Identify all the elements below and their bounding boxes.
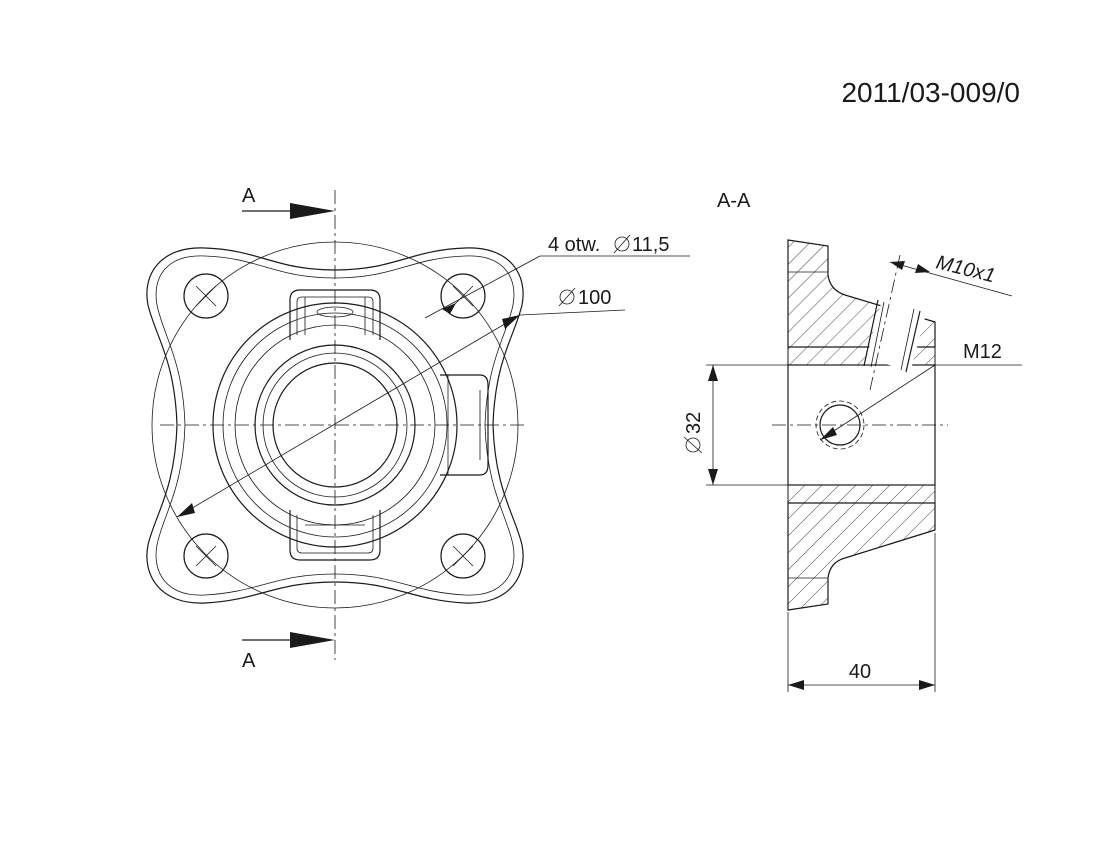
section-arrow-icon <box>290 203 335 219</box>
section-view: A-A M10 <box>683 190 1022 692</box>
diameter-symbol-icon <box>683 436 703 454</box>
diameter-symbol-icon <box>558 287 576 307</box>
mounting-hole-tr <box>440 273 486 319</box>
mounting-hole-br <box>440 533 486 579</box>
m10-label: M10x1 <box>934 252 998 288</box>
hub-step-circle <box>222 312 448 538</box>
flange-dia-dimension-line <box>176 314 521 518</box>
bore-chamfer-inner <box>262 352 408 498</box>
bore-dia-value: 32 <box>683 412 705 434</box>
flange-reference-circle <box>151 241 519 609</box>
flange-dia-value: 100 <box>578 287 611 309</box>
holes-dimension-label: 4 otw. <box>548 234 600 256</box>
bottom-boss <box>289 510 381 561</box>
m12-leader <box>819 364 936 441</box>
m12-label: M12 <box>963 341 1002 363</box>
drawing-number: 2011/03-009/0 <box>841 77 1020 108</box>
m10-thread-hole <box>863 254 928 391</box>
section-bottom-hatch <box>787 502 936 611</box>
holes-dimension-value: 11,5 <box>632 234 669 256</box>
front-view: 4 otw. 11,5 100 A A <box>146 185 690 672</box>
bore-wall-bottom <box>787 484 936 504</box>
flange-outline-inner <box>155 255 515 596</box>
flange-outline <box>146 247 524 604</box>
diameter-symbol-icon <box>613 234 631 254</box>
bore-circle <box>272 362 398 488</box>
holes-leader <box>424 255 541 319</box>
section-mark-bottom: A <box>242 650 256 672</box>
section-title: A-A <box>717 190 751 212</box>
section-arrow-icon <box>290 632 335 648</box>
mounting-hole-tl <box>183 273 229 319</box>
right-boss <box>440 374 489 476</box>
hub-outer-circle <box>212 302 458 548</box>
m10-leader <box>889 261 1013 297</box>
length-value: 40 <box>849 661 871 683</box>
mounting-hole-bl <box>183 533 229 579</box>
bore-chamfer-outer <box>254 344 416 506</box>
top-boss <box>289 289 381 340</box>
top-boss-thread <box>316 306 354 318</box>
section-mark-top: A <box>242 185 256 207</box>
